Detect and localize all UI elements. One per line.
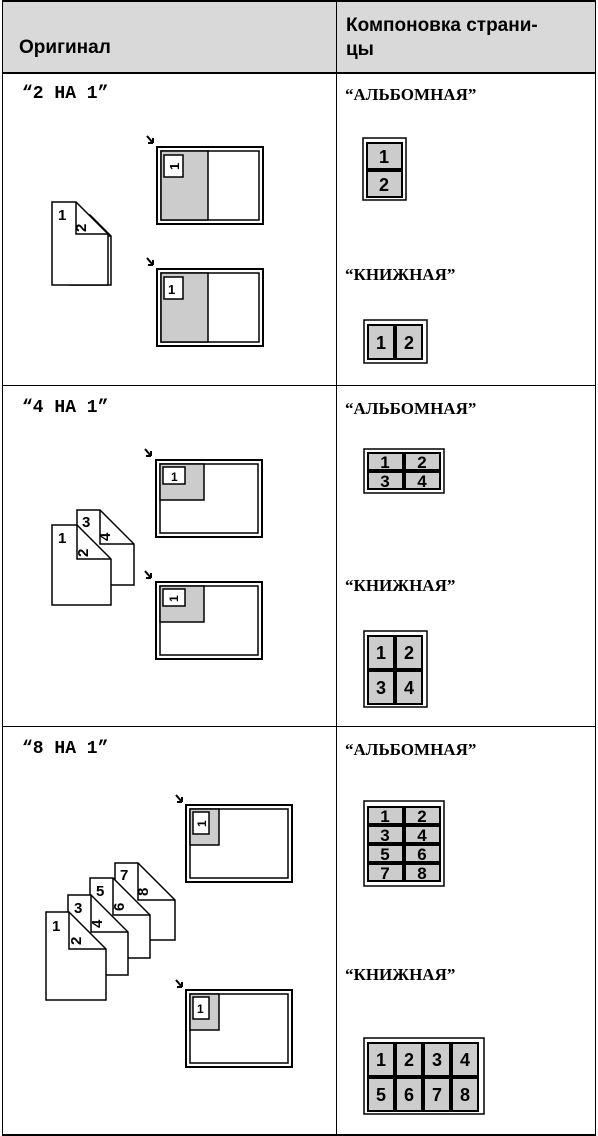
original-page-1: 1 2 [51,201,109,286]
grid-cell: 1 [380,807,389,826]
original-number: 6 [111,903,128,911]
grid-cell: 2 [404,333,414,353]
grid-cell: 3 [380,826,389,845]
grid-cell: 1 [376,333,386,353]
border-right [595,0,596,1136]
grid-cell: 8 [460,1085,470,1105]
header-cell-original [3,0,336,72]
border-row-1 [2,385,596,386]
original-number: 1 [52,918,60,935]
grid-cell: 4 [417,826,427,845]
feed-arrow-icon [146,257,154,266]
landscape-label-2in1: “АЛЬБОМНАЯ” [345,85,477,104]
header-cell-layout [336,0,595,72]
feed-arrow-icon [146,135,154,144]
original-number: 3 [74,900,82,917]
header-original: Оригинал [19,37,111,58]
grid-cell: 3 [376,678,386,698]
grid-cell: 3 [380,472,389,491]
original-number: 1 [58,207,66,224]
grid-cell: 2 [379,175,389,195]
border-row-2 [2,726,596,727]
mode-label-2in1: “2 НА 1” [22,84,109,104]
grid-cell: 4 [417,472,427,491]
page-number: 1 [168,282,175,297]
grid-cell: 4 [404,678,414,698]
grid-cell: 7 [432,1085,442,1105]
original-number: 7 [120,867,128,884]
landscape-label-8in1: “АЛЬБОМНАЯ” [345,740,477,759]
page-number: 1 [195,820,209,827]
output-sheet-landscape-2in1: 1 [146,135,264,225]
portrait-label-2in1: “КНИЖНАЯ” [345,265,456,284]
feed-arrow-icon [144,448,152,457]
output-sheet-landscape-4in1: 1 [144,448,263,538]
grid-cell: 5 [380,845,389,864]
border-bottom [2,1134,596,1136]
grid-cell: 1 [380,453,389,472]
original-number: 2 [68,937,85,945]
output-sheet-portrait-2in1: 1 [146,257,264,347]
original-number: 5 [96,883,104,900]
original-stack-8in1: 7 8 5 6 3 4 1 2 [45,862,176,1001]
border-top [2,0,596,2]
original-number: 4 [97,532,114,541]
grid-landscape-8in1: 1 2 3 4 5 6 7 8 [363,800,445,887]
grid-cell: 2 [404,1050,414,1070]
original-number: 8 [135,888,152,896]
grid-cell: 2 [417,807,426,826]
mode-label-8in1: “8 НА 1” [22,739,109,759]
original-number: 2 [75,549,92,557]
border-header [2,72,596,74]
grid-cell: 7 [380,864,389,883]
output-sheet-portrait-8in1: 1 [175,979,293,1068]
original-number: 1 [58,530,66,547]
landscape-label-4in1: “АЛЬБОМНАЯ” [345,399,477,418]
grid-cell: 6 [417,845,426,864]
grid-cell: 8 [417,864,426,883]
portrait-label-8in1: “КНИЖНАЯ” [345,965,456,984]
output-sheet-portrait-4in1: 1 [144,570,263,660]
page-number: 1 [167,595,181,602]
grid-cell: 1 [376,643,386,663]
border-middle [336,0,337,1136]
original-number: 3 [82,514,90,531]
border-left [2,0,3,1136]
grid-landscape-2in1: 1 2 [362,137,407,201]
page-number: 1 [167,163,182,170]
grid-cell: 6 [404,1085,414,1105]
original-stack-4in1: 3 4 1 2 [51,509,135,606]
original-number: 2 [73,224,90,232]
output-sheet-landscape-8in1: 1 [175,794,293,883]
grid-portrait-2in1: 1 2 [363,319,428,364]
grid-cell: 1 [376,1050,386,1070]
portrait-label-4in1: “КНИЖНАЯ” [345,576,456,595]
header-layout-line1: Компоновка страни- [346,15,538,36]
page-number: 1 [197,1002,204,1016]
grid-cell: 5 [376,1085,386,1105]
grid-cell: 2 [417,453,426,472]
original-number: 4 [89,919,106,928]
feed-arrow-icon [175,979,183,988]
header-layout-line2: цы [346,39,374,60]
feed-arrow-icon [144,570,152,579]
grid-cell: 2 [404,643,414,663]
feed-arrow-icon [175,794,183,803]
grid-landscape-4in1: 1 2 3 4 [363,448,445,494]
grid-cell: 4 [460,1050,470,1070]
mode-label-4in1: “4 НА 1” [22,398,109,418]
grid-cell: 1 [379,147,389,167]
grid-portrait-4in1: 1 2 3 4 [363,630,428,708]
page-number: 1 [171,470,178,484]
grid-portrait-8in1: 1 2 3 4 5 6 7 8 [363,1037,485,1115]
grid-cell: 3 [432,1050,442,1070]
